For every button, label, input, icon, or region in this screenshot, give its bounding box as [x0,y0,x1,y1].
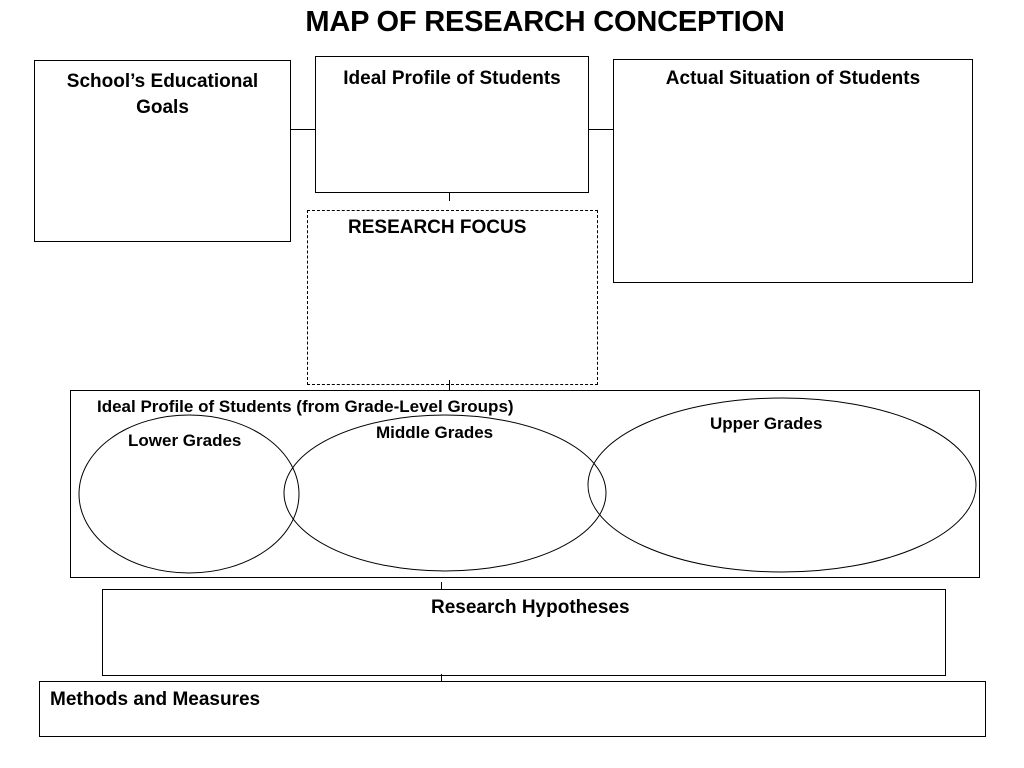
actual-situation-box: Actual Situation of Students [613,59,973,283]
lower-grades-label: Lower Grades [128,431,242,450]
actual-situation-label: Actual Situation of Students [665,68,921,89]
middle-grades-ellipse [283,414,607,572]
connector-goals-to-ideal [291,129,315,130]
methods-measures-box: Methods and Measures [39,681,986,737]
grade-groups-box: Ideal Profile of Students (from Grade-Le… [70,390,980,578]
connector-ideal-to-actual [589,129,613,130]
methods-measures-label: Methods and Measures [50,689,261,710]
middle-grades-label: Middle Grades [376,423,494,442]
research-focus-box: RESEARCH FOCUS [307,210,598,385]
educational-goals-box: School’s Educational Goals [34,60,291,242]
research-hypotheses-box: Research Hypotheses [102,589,946,676]
connector-groups-to-hypotheses [441,582,442,590]
research-focus-label: RESEARCH FOCUS [348,217,527,238]
lower-grades-ellipse [78,414,300,574]
connector-focus-to-groups [449,380,450,390]
grade-groups-label: Ideal Profile of Students (from Grade-Le… [97,397,514,416]
research-hypotheses-label: Research Hypotheses [431,597,630,618]
ideal-profile-box: Ideal Profile of Students [315,56,589,193]
upper-grades-label: Upper Grades [710,414,823,433]
connector-ideal-to-focus [449,193,450,201]
connector-hypotheses-to-methods [441,674,442,682]
page-title: MAP OF RESEARCH CONCEPTION [305,6,785,38]
upper-grades-ellipse [587,397,977,573]
ideal-profile-label: Ideal Profile of Students [343,68,561,89]
educational-goals-label: School’s Educational Goals [66,71,259,118]
